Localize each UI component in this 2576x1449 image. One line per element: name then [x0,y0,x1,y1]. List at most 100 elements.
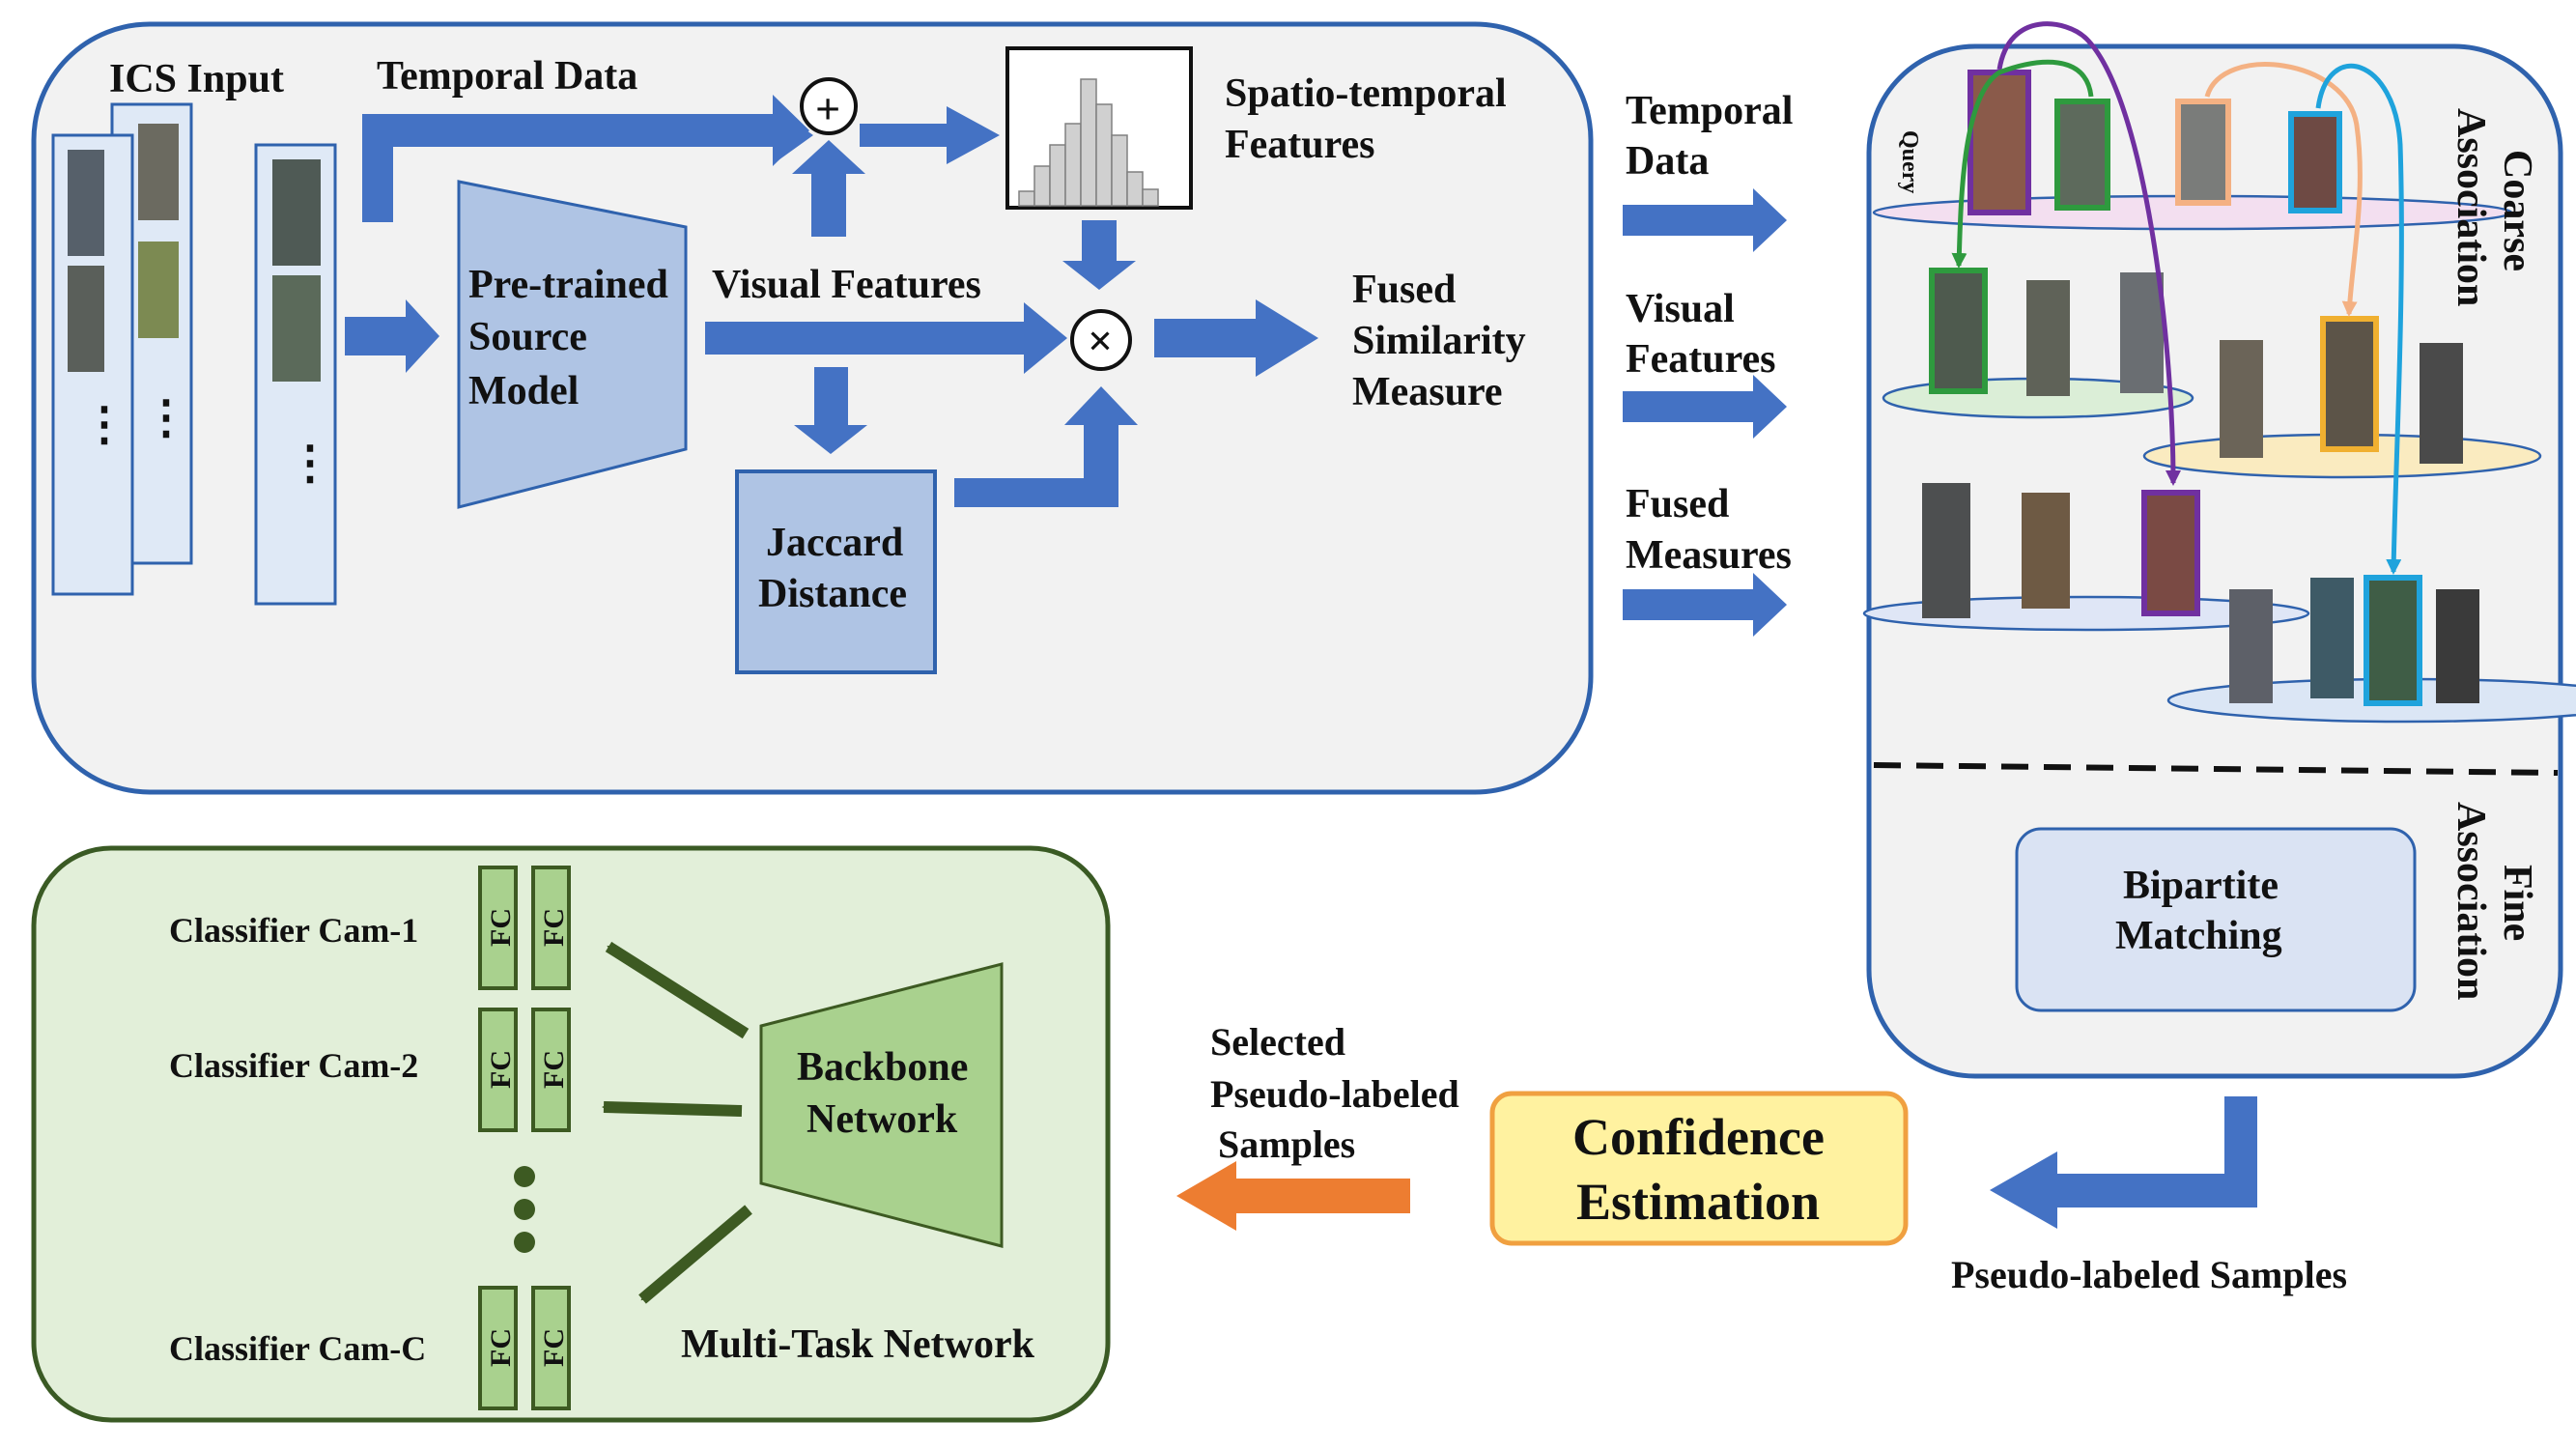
candidate-image-green [1929,268,1988,394]
fc-layer [531,866,571,990]
candidate-image [2229,589,2273,703]
arrow-times-to-fused [1154,299,1318,377]
feature-panel-border [31,21,1594,795]
visual-input-label-1: Visual [1626,287,1735,331]
arrow-backbone-to-cam-1 [605,941,750,1039]
histogram-bar [1126,171,1144,207]
plus-symbol: + [815,84,840,133]
candidate-image-cyan [2364,575,2422,706]
arrow-backbone-to-cam-c [638,1205,752,1304]
fused-similarity-label-3: Measure [1352,370,1503,414]
spatio-temporal-label-1: Spatio-temporal [1225,71,1507,116]
visual-features-label: Visual Features [712,263,981,307]
fc-label: FC [538,1050,570,1089]
candidate-image [2120,272,2164,393]
backbone-network [759,962,1004,1248]
candidate-image [2026,280,2070,396]
person-thumbnail [68,150,104,256]
association-arrow-green [1951,59,2094,269]
candidate-image [2420,343,2463,464]
candidate-image [2220,340,2263,458]
pretrained-source-model [457,180,688,509]
backbone-label-2: Network [807,1097,958,1142]
plus-operator [800,77,858,135]
feature-extraction-panel: ICS Input ⋮ ⋮ ⋮ Temporal Data Pre-tra [31,21,1594,795]
candidate-image-orange-border [2320,316,2379,452]
ellipsis-dots: ⋮ [287,438,333,489]
temporal-input-label-2: Data [1626,139,1709,184]
association-inputs: Temporal Data Visual Features Fused Meas… [1623,89,1793,637]
person-thumbnail [272,159,321,266]
arrow-association-to-confidence [1990,1096,2257,1229]
fc-label: FC [485,1050,517,1089]
fc-label: FC [485,908,517,947]
selected-samples-label-1: Selected [1210,1020,1345,1064]
person-thumbnail [138,242,179,338]
ellipsis-dot [514,1232,535,1253]
candidate-image-orange [2320,316,2379,452]
association-arrow-purple [1996,21,2181,486]
fc-layer-group-1: FC FC [478,866,571,990]
ellipsis-dots: ⋮ [143,392,189,443]
bipartite-label-1: Bipartite [2123,864,2279,908]
pretrained-model-label-1: Pre-trained [468,263,668,307]
fused-input-label-2: Measures [1626,533,1792,578]
coarse-fine-separator [1873,762,2559,776]
fc-label: FC [538,1328,570,1367]
candidate-image [2310,578,2354,698]
multitask-panel-border [31,845,1111,1423]
fc-label: FC [538,908,570,947]
classifier-cam-c-label: Classifier Cam-C [169,1329,426,1368]
classifier-cam-1-label: Classifier Cam-1 [169,911,418,950]
bipartite-label-2: Matching [2115,914,2282,958]
fine-association-label-1: Fine [2495,865,2539,941]
person-thumbnail [68,266,104,372]
temporal-input-arrow [1623,188,1787,252]
jaccard-label-2: Distance [758,572,907,616]
fc-layer [478,866,518,990]
histogram-bar [1111,134,1128,207]
histogram-bar [1142,188,1159,207]
fused-similarity-label-1: Fused [1352,268,1456,312]
pretrained-model-label-2: Source [468,315,587,359]
classifier-cam-2-label: Classifier Cam-2 [169,1046,418,1085]
arrow-plus-to-histogram [860,106,1000,164]
jaccard-distance-box [735,469,937,674]
arrow-jaccard-to-times [954,386,1138,507]
temporal-data-arrow-horizontal [362,95,809,222]
histogram-bar [1064,123,1082,207]
match-image-orange [2175,99,2231,206]
histogram-bar [1095,103,1113,207]
association-arrow-orange [2204,62,2363,317]
fc-layer [531,1008,571,1132]
histogram-bar [1049,144,1066,207]
person-thumbnail [138,124,179,220]
times-symbol: × [1088,316,1113,365]
visual-input-label-2: Features [1626,337,1776,382]
selected-samples-label-3: Samples [1218,1122,1355,1166]
temporal-data-label: Temporal Data [377,54,637,99]
match-image-cyan [2288,111,2342,213]
association-panel: Query Coarse Association [1862,21,2576,1079]
spatio-temporal-label-2: Features [1225,123,1375,167]
fused-input-arrow [1623,573,1787,637]
fc-layer-group-c: FC FC [478,1286,571,1410]
ellipsis-dot [514,1199,535,1220]
fine-association-label-2: Association [2449,802,2493,1000]
confidence-label-2: Estimation [1576,1173,1820,1231]
visual-input-arrow [1623,375,1787,439]
multiply-operator [1070,309,1132,371]
pretrained-model-label-3: Model [468,369,579,413]
coarse-association-label-1: Coarse [2495,150,2539,271]
multitask-network-panel: Classifier Cam-1 Classifier Cam-2 Classi… [31,845,1111,1423]
selected-samples-label-2: Pseudo-labeled [1210,1072,1459,1116]
ellipsis-dots: ⋮ [81,399,127,450]
spatio-temporal-histogram [1005,46,1193,210]
coarse-association-label-2: Association [2449,108,2493,306]
query-image [1967,70,2031,215]
arrow-visual-to-plus [792,140,865,237]
arrow-histogram-to-times [1062,220,1136,290]
candidate-image-purple [2141,490,2200,616]
ellipsis-dot [514,1166,535,1187]
